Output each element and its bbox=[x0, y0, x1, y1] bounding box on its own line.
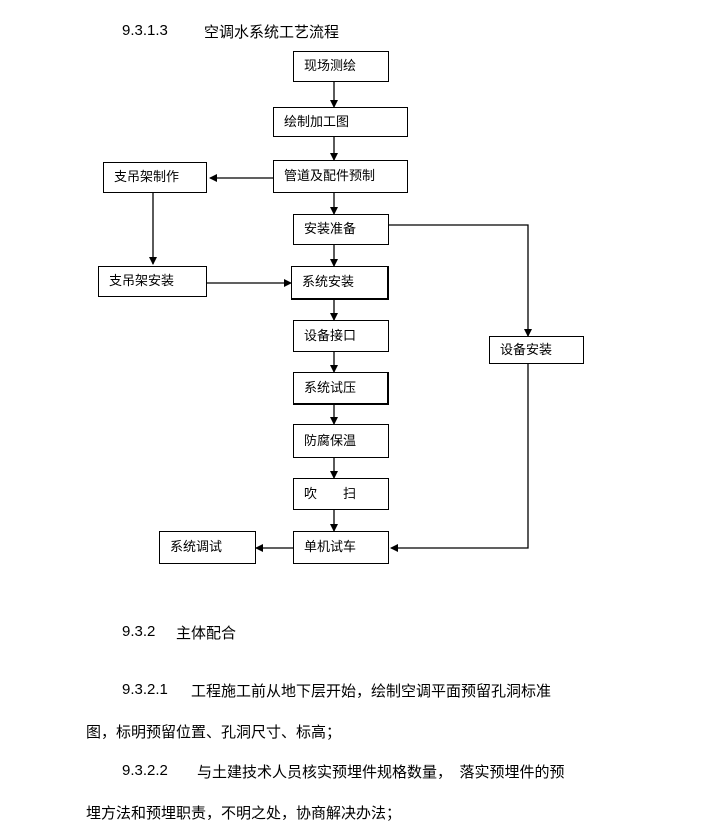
flow-box-system-install: 系统安装 bbox=[291, 266, 389, 300]
para-1-line2: 图，标明预留位置、孔洞尺寸、标高； bbox=[86, 723, 342, 741]
flow-box-equipment-install: 设备安装 bbox=[489, 336, 584, 364]
flow-box-survey: 现场测绘 bbox=[293, 51, 389, 82]
subsection-number: 9.3.2 bbox=[122, 623, 156, 640]
flow-box-prefab: 管道及配件预制 bbox=[273, 160, 408, 193]
flow-box-anticorrosion: 防腐保温 bbox=[293, 424, 389, 458]
flow-box-prep: 安装准备 bbox=[293, 214, 389, 245]
para-2-number: 9.3.2.2 bbox=[122, 762, 168, 779]
para-1-number: 9.3.2.1 bbox=[122, 681, 168, 698]
flow-box-pressure-test: 系统试压 bbox=[293, 372, 389, 405]
flow-box-equipment-interface: 设备接口 bbox=[293, 320, 389, 352]
section-title: 空调水系统工艺流程 bbox=[204, 23, 340, 41]
flow-box-hanger-install: 支吊架安装 bbox=[98, 266, 207, 297]
flow-box-trial-run: 单机试车 bbox=[293, 531, 389, 564]
arrow-prep-equipment bbox=[389, 224, 532, 337]
flow-box-purge: 吹 扫 bbox=[293, 478, 389, 510]
para-1-line1: 工程施工前从地下层开始，绘制空调平面预留孔洞标准 bbox=[191, 682, 552, 700]
subsection-title: 主体配合 bbox=[176, 624, 237, 642]
para-2-line1: 与土建技术人员核实预埋件规格数量， 落实预埋件的预 bbox=[197, 763, 565, 781]
flow-box-hanger-make: 支吊架制作 bbox=[103, 162, 207, 193]
flowchart-connectors bbox=[149, 82, 532, 552]
arrow-equipment-trial bbox=[390, 364, 529, 552]
para-2-line2: 埋方法和预埋职责，不明之处，协商解决办法； bbox=[86, 804, 402, 822]
flow-box-drawing: 绘制加工图 bbox=[273, 107, 408, 137]
flow-box-commissioning: 系统调试 bbox=[159, 531, 256, 564]
section-number: 9.3.1.3 bbox=[122, 22, 168, 39]
